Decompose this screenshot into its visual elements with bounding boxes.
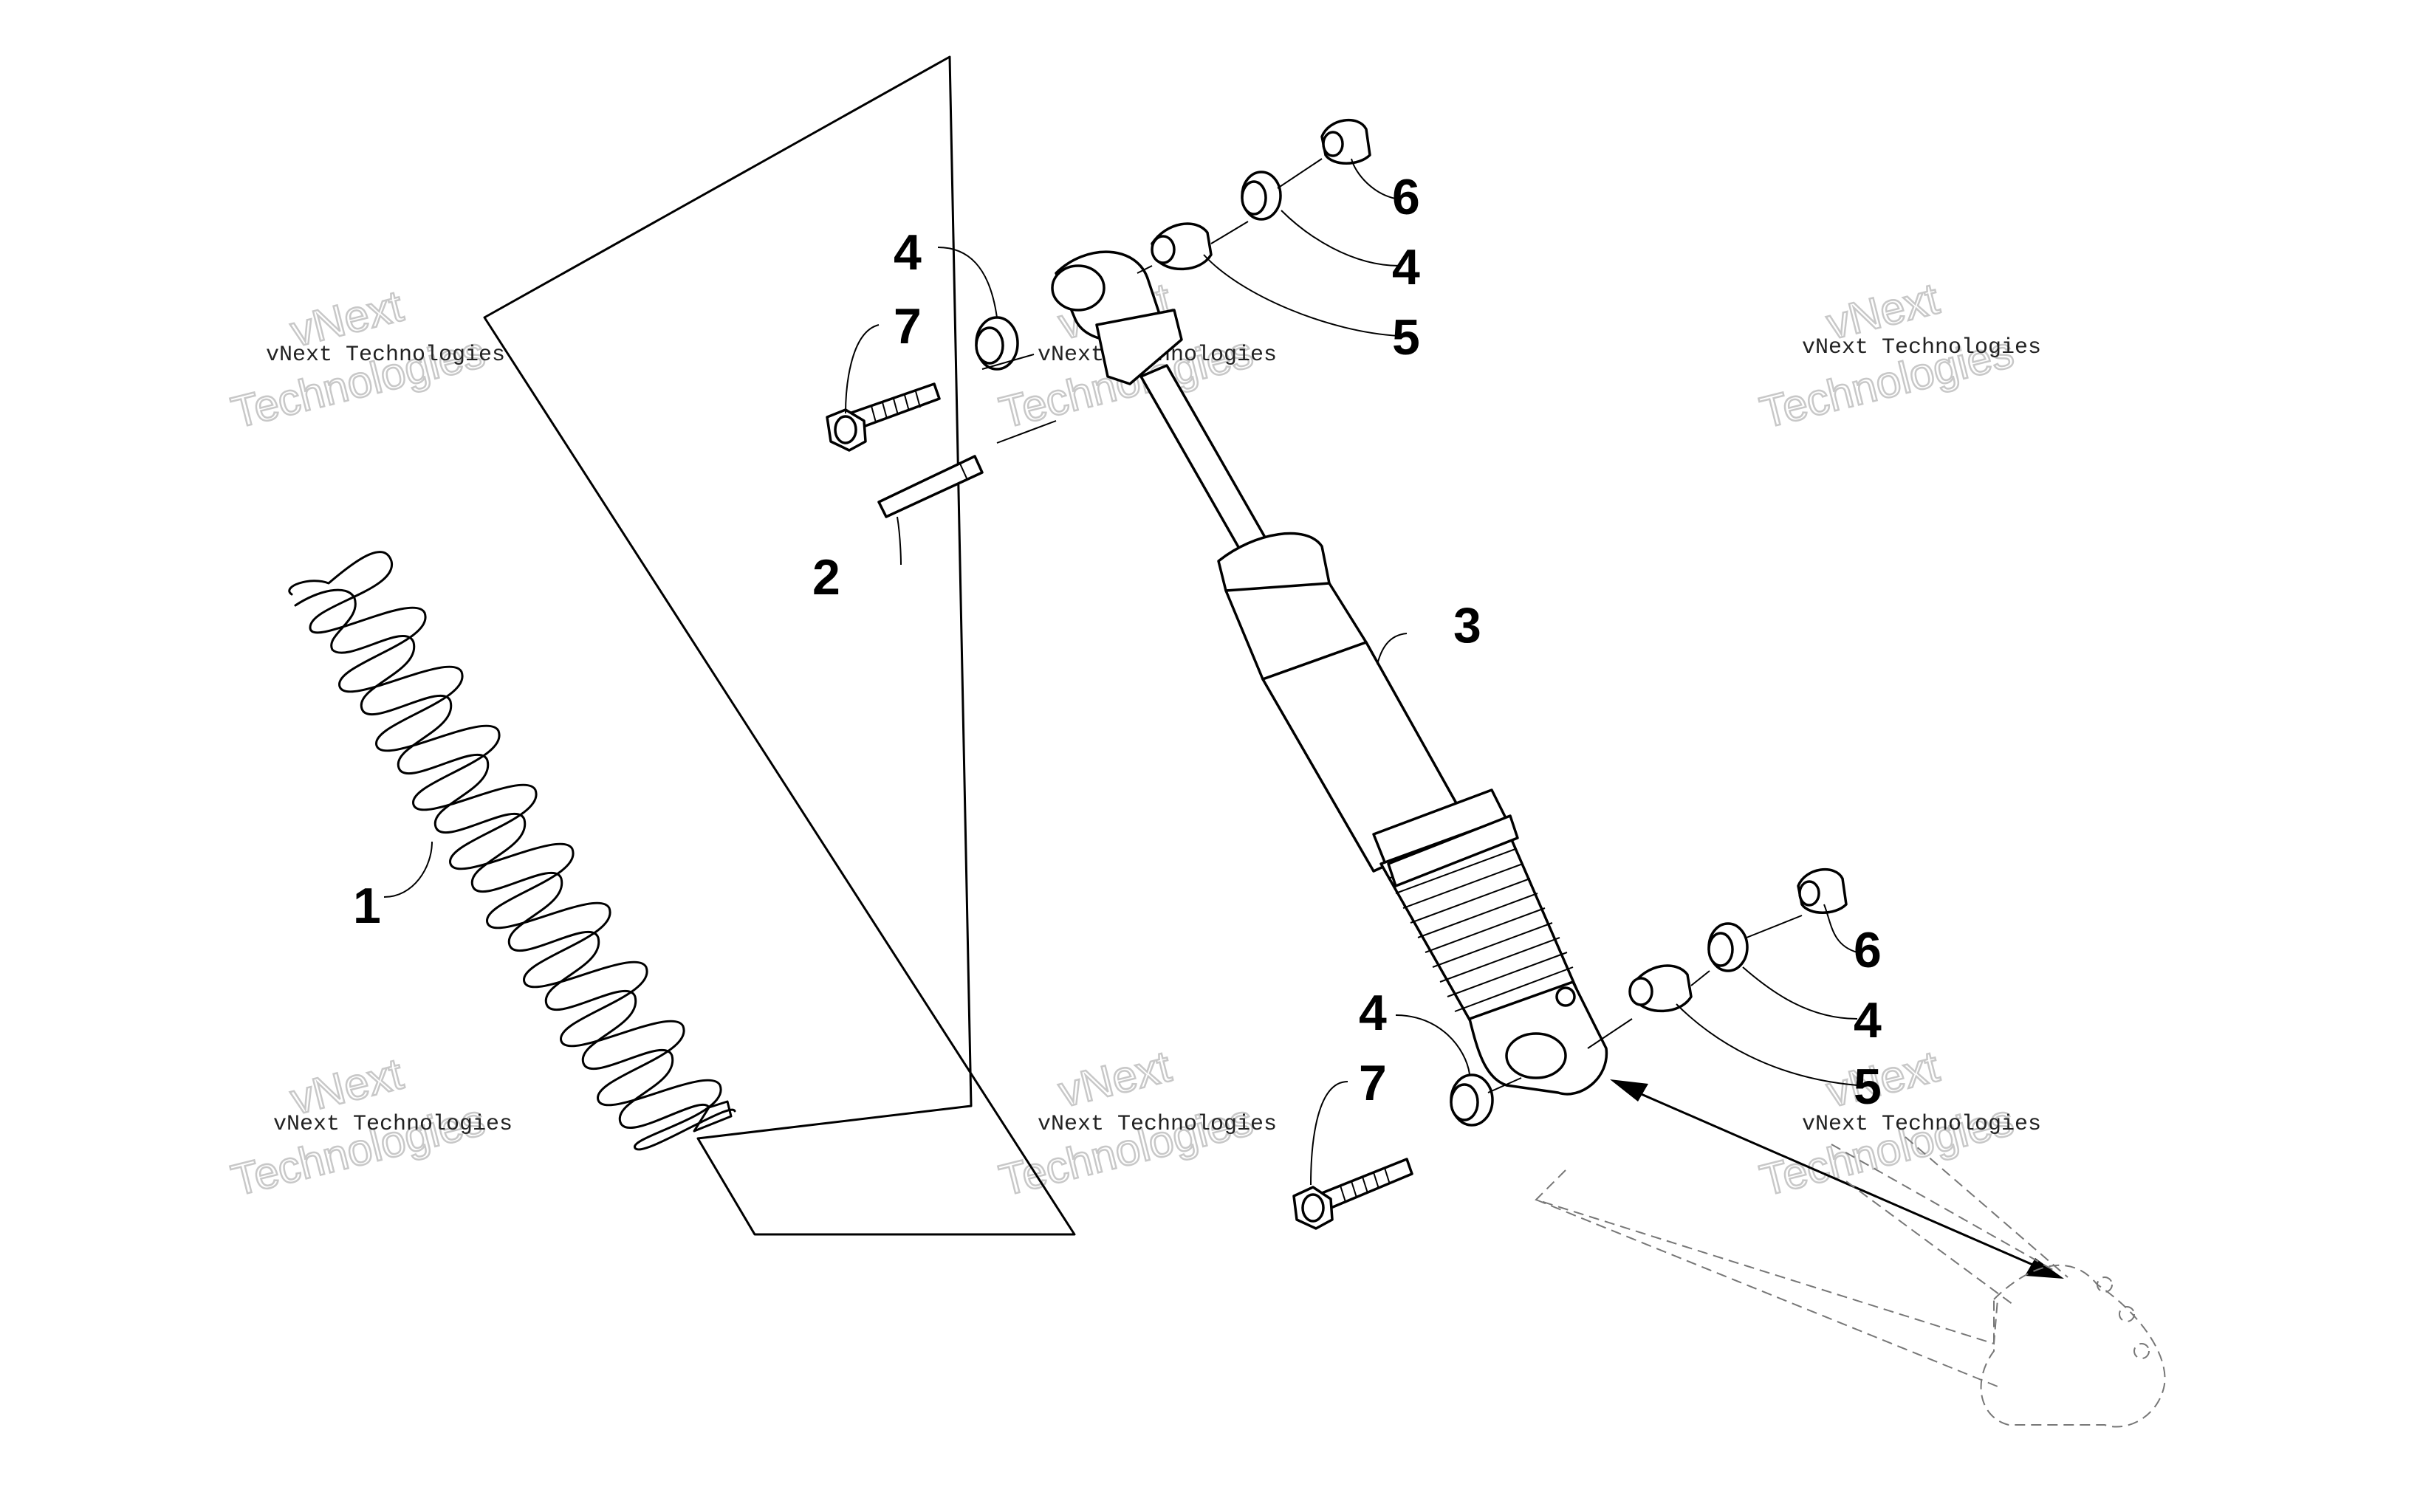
- watermark-big-line1: vNext: [1054, 1041, 1176, 1116]
- watermark-group-4: vNext Technologies vNext Technologies: [226, 1048, 513, 1206]
- upper-left-spacer: [975, 316, 1019, 371]
- lower-spacer-4: [1707, 922, 1749, 972]
- lower-nut-6: [1797, 867, 1848, 914]
- callout-4-lower-left: 4: [1359, 985, 1387, 1041]
- upper-spacer-4: [1241, 171, 1282, 221]
- callout-5-upper: 5: [1392, 309, 1420, 365]
- upper-nut-6: [1320, 118, 1371, 165]
- callout-4-lower-right: 4: [1854, 992, 1882, 1048]
- lower-spacer-left-4: [1450, 1073, 1494, 1127]
- coil-spring: [288, 551, 736, 1151]
- callout-1: 1: [353, 878, 381, 934]
- callout-6-lower: 6: [1854, 922, 1882, 978]
- watermark-text: vNext Technologies: [273, 1112, 513, 1137]
- watermark-group-6: vNext Technologies vNext Technologies: [1755, 1040, 2041, 1206]
- callout-6-upper: 6: [1392, 169, 1420, 225]
- upper-bolt: [826, 382, 941, 452]
- lower-bushing-5: [1628, 964, 1693, 1013]
- leader-lines: [383, 158, 1858, 1186]
- watermark-big-line1: vNext: [1822, 1041, 1944, 1116]
- assembly-axis-lines: [981, 158, 1803, 1093]
- watermark-text: vNext Technologies: [1802, 1112, 2041, 1137]
- a-arm-reference: [1535, 1136, 2166, 1428]
- spring-frame-outline: [483, 55, 1076, 1236]
- mounting-arrow: [1610, 1079, 2064, 1279]
- pin-part-2: [877, 455, 984, 518]
- callout-7-lower: 7: [1359, 1055, 1387, 1111]
- watermark-text: vNext Technologies: [1038, 1112, 1277, 1137]
- upper-bushing-5: [1151, 222, 1213, 271]
- callout-7-upper: 7: [894, 298, 922, 354]
- watermark-group-3: vNext Technologies vNext Technologies: [1755, 272, 2041, 439]
- callout-4-upper-right: 4: [1392, 239, 1420, 295]
- callout-4-upper-left: 4: [894, 224, 922, 281]
- callout-3: 3: [1453, 597, 1481, 653]
- watermark-text: vNext Technologies: [1802, 335, 2041, 360]
- callout-5-lower: 5: [1854, 1059, 1882, 1115]
- watermark-text: vNext Technologies: [266, 343, 505, 368]
- watermark-group-5: vNext Technologies vNext Technologies: [994, 1040, 1277, 1206]
- shock-absorber: [1051, 250, 1608, 1096]
- lower-bolt: [1292, 1158, 1413, 1230]
- watermark-group-1: vNext Technologies vNext Technologies: [226, 280, 505, 439]
- callout-2: 2: [812, 549, 840, 605]
